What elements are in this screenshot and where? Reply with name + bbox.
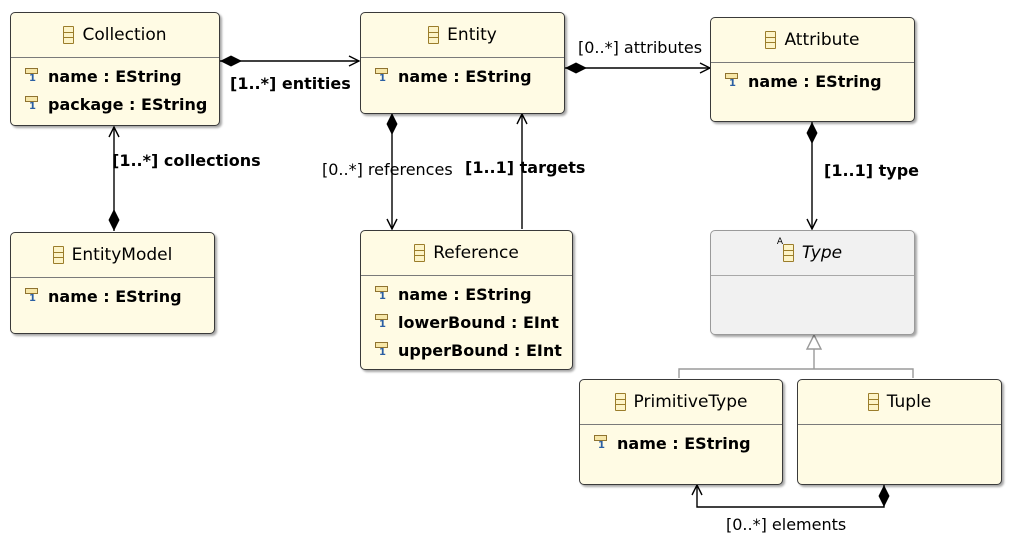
edge-entities[interactable] — [220, 56, 359, 67]
inheritance-triangle — [805, 333, 823, 350]
edge-collections[interactable] — [109, 127, 120, 231]
attribute-compartment: 1 name : EString 1 lowerBound : EInt 1 u… — [361, 280, 572, 364]
attribute-icon: 1 — [25, 67, 40, 85]
class-header: Reference — [361, 231, 572, 276]
abstract-class-icon: A — [777, 237, 794, 263]
edge-elements[interactable] — [697, 485, 890, 508]
composition-diamond — [565, 62, 587, 74]
class-icon — [765, 31, 777, 49]
attribute-row[interactable]: 1 name : EString — [11, 282, 214, 310]
class-name: Collection — [82, 25, 167, 45]
attribute-compartment: 1 name : EString 1 package : EString — [11, 62, 219, 118]
edge-attributes[interactable] — [565, 63, 710, 74]
attribute-icon: 1 — [25, 95, 40, 113]
composition-diamond — [878, 485, 890, 507]
attribute-icon: 1 — [375, 341, 390, 359]
class-entity[interactable]: Entity 1 name : EString — [360, 12, 565, 114]
class-icon — [428, 26, 440, 44]
class-tuple[interactable]: Tuple — [797, 379, 1002, 485]
class-header: Collection — [11, 13, 219, 58]
edge-references[interactable] — [387, 113, 398, 229]
class-attribute[interactable]: Attribute 1 name : EString — [710, 17, 915, 122]
attribute-label: name : EString — [748, 71, 882, 91]
label-references: [0..*] references — [322, 160, 453, 179]
attribute-label: name : EString — [48, 66, 182, 86]
class-header: A Type — [711, 231, 914, 276]
class-icon — [867, 393, 879, 411]
class-icon — [52, 246, 64, 264]
attribute-icon: 1 — [725, 72, 740, 90]
class-name: Tuple — [886, 392, 932, 412]
class-name: PrimitiveType — [633, 392, 748, 412]
attribute-compartment: 1 name : EString — [711, 67, 914, 95]
attribute-row[interactable]: 1 lowerBound : EInt — [361, 308, 572, 336]
class-header: Entity — [361, 13, 564, 58]
class-icon — [63, 26, 75, 44]
class-collection[interactable]: Collection 1 name : EString 1 package : … — [10, 12, 220, 126]
attribute-icon: 1 — [375, 313, 390, 331]
attribute-row[interactable]: 1 name : EString — [580, 429, 782, 457]
label-elements: [0..*] elements — [726, 515, 847, 534]
attribute-icon: 1 — [25, 287, 40, 305]
edge-generalization[interactable] — [678, 333, 914, 378]
attribute-row[interactable]: 1 name : EString — [361, 62, 564, 90]
class-name: Type — [801, 243, 843, 263]
attribute-row[interactable]: 1 name : EString — [711, 67, 914, 95]
composition-diamond — [806, 122, 818, 144]
class-header: Attribute — [711, 18, 914, 63]
attribute-icon: 1 — [594, 434, 609, 452]
class-header: EntityModel — [11, 233, 214, 278]
composition-diamond — [386, 113, 398, 135]
class-reference[interactable]: Reference 1 name : EString 1 lowerBound … — [360, 230, 573, 370]
composition-diamond — [108, 209, 120, 231]
composition-diamond — [220, 55, 242, 67]
attribute-label: upperBound : EInt — [398, 340, 562, 360]
class-entity-model[interactable]: EntityModel 1 name : EString — [10, 232, 215, 334]
attribute-icon: 1 — [375, 285, 390, 303]
attribute-compartment: 1 name : EString — [580, 429, 782, 457]
attribute-label: lowerBound : EInt — [398, 312, 559, 332]
class-primitive-type[interactable]: PrimitiveType 1 name : EString — [579, 379, 783, 485]
attribute-label: package : EString — [48, 94, 208, 114]
attribute-compartment: 1 name : EString — [11, 282, 214, 310]
attribute-label: name : EString — [398, 66, 532, 86]
class-name: Attribute — [784, 30, 860, 50]
class-name: Entity — [447, 25, 497, 45]
attribute-icon: 1 — [375, 67, 390, 85]
label-targets: [1..1] targets — [465, 158, 586, 177]
label-collections: [1..*] collections — [112, 151, 261, 170]
attribute-row[interactable]: 1 name : EString — [11, 62, 219, 90]
attribute-compartment: 1 name : EString — [361, 62, 564, 90]
attribute-row[interactable]: 1 upperBound : EInt — [361, 336, 572, 364]
class-icon — [614, 393, 626, 411]
label-attributes: [0..*] attributes — [578, 38, 703, 57]
class-header: Tuple — [798, 380, 1001, 425]
class-type[interactable]: A Type — [710, 230, 915, 335]
attribute-row[interactable]: 1 package : EString — [11, 90, 219, 118]
class-icon — [414, 244, 426, 262]
edge-type[interactable] — [807, 122, 818, 229]
attribute-label: name : EString — [617, 433, 751, 453]
attribute-label: name : EString — [48, 286, 182, 306]
label-type: [1..1] type — [824, 161, 919, 180]
class-header: PrimitiveType — [580, 380, 782, 425]
class-name: Reference — [433, 243, 519, 263]
label-entities: [1..*] entities — [230, 74, 351, 93]
class-name: EntityModel — [71, 245, 173, 265]
attribute-label: name : EString — [398, 284, 532, 304]
attribute-row[interactable]: 1 name : EString — [361, 280, 572, 308]
